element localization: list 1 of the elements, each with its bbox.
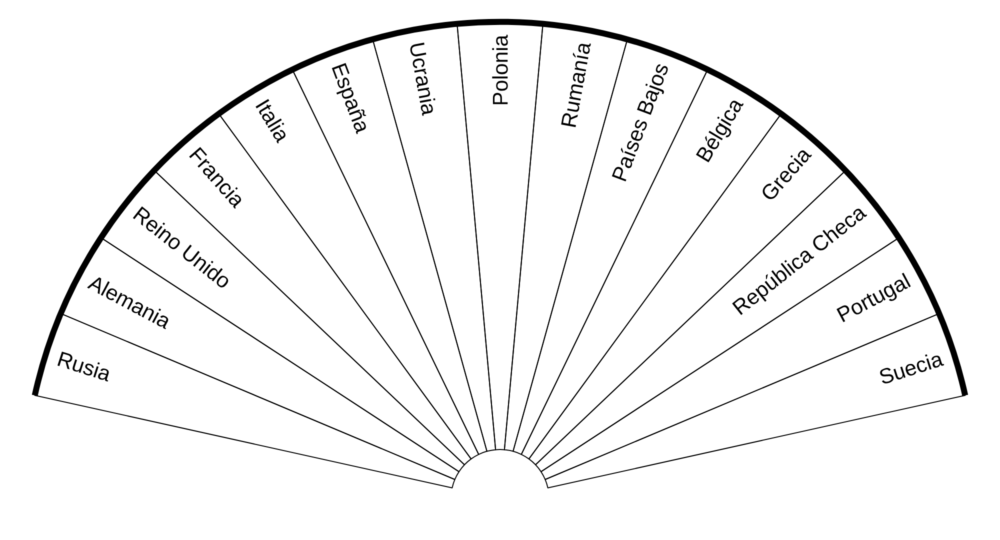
sector: Polonia bbox=[456, 22, 544, 450]
